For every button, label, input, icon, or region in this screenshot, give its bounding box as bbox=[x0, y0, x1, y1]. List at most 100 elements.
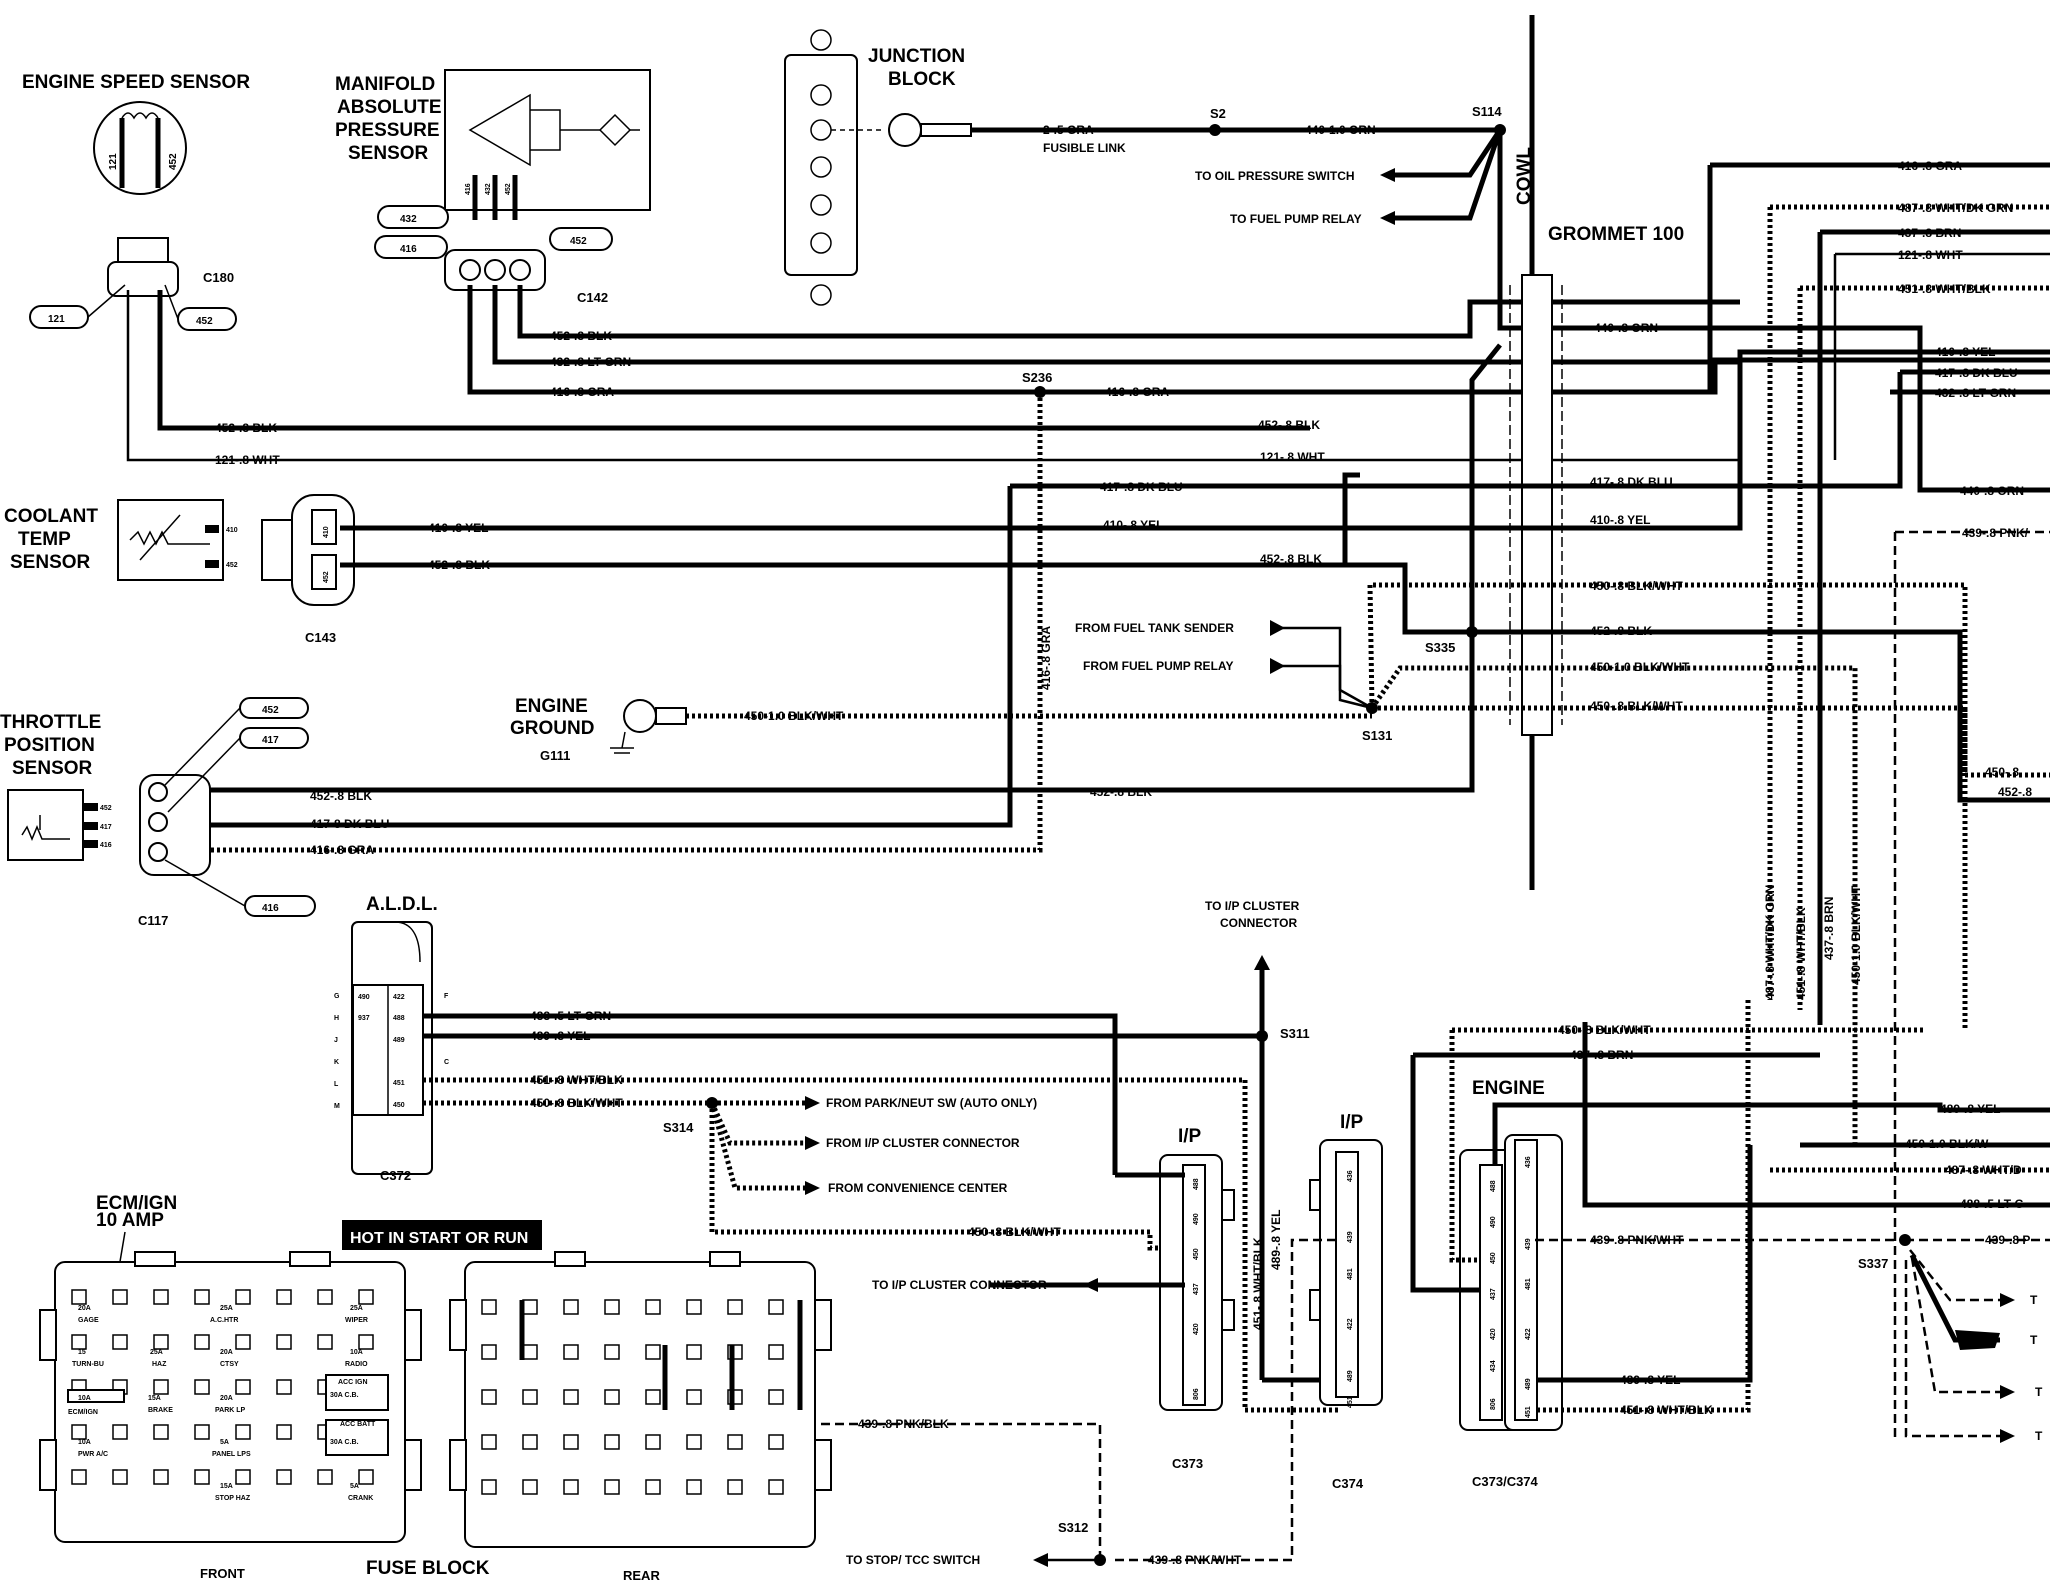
fuse-cavity bbox=[194, 1334, 210, 1350]
fuse-cavity bbox=[727, 1434, 743, 1450]
wire-488-aldl bbox=[423, 1013, 1118, 1175]
svg-text:452-.8 BLK: 452-.8 BLK bbox=[1590, 624, 1652, 638]
fuse-block-front: 20A 25A 25A GAGE A.C.HTR WIPER 15 25A 20… bbox=[39, 1251, 422, 1543]
svg-text:417-.8 DK BLU: 417-.8 DK BLU bbox=[1590, 475, 1673, 489]
fuse-cavity bbox=[604, 1299, 620, 1315]
svg-text:FUSE BLOCK: FUSE BLOCK bbox=[366, 1558, 490, 1579]
svg-text:451-.8 WHT/BLK: 451-.8 WHT/BLK bbox=[1794, 907, 1808, 1000]
splice-s311: S311 TO I/P CLUSTER CONNECTOR bbox=[1205, 899, 1310, 1042]
svg-text:REAR: REAR bbox=[623, 1568, 660, 1583]
fuse-cavity bbox=[686, 1344, 702, 1360]
svg-text:J: J bbox=[334, 1037, 338, 1044]
wire-452-coolant bbox=[340, 472, 1360, 568]
svg-text:ECM/IGN: ECM/IGN bbox=[68, 1409, 98, 1416]
fuse-cavity bbox=[522, 1389, 538, 1405]
fuse-cavity bbox=[645, 1344, 661, 1360]
svg-text:20A: 20A bbox=[220, 1395, 233, 1402]
splice-s312: S312 TO STOP/ TCC SWITCH 439-.8 PNK/BLK bbox=[758, 1417, 1106, 1567]
svg-text:F: F bbox=[444, 993, 449, 1000]
fuse-cavity bbox=[604, 1389, 620, 1405]
svg-text:432: 432 bbox=[485, 183, 492, 195]
map-sensor: 416 432 452 bbox=[444, 69, 651, 220]
wire-410 bbox=[340, 349, 1920, 531]
svg-text:416: 416 bbox=[400, 244, 417, 255]
svg-text:SENSOR: SENSOR bbox=[12, 758, 93, 779]
svg-text:S236: S236 bbox=[1022, 370, 1052, 385]
svg-text:FROM PARK/NEUT SW (AUTO ONLY): FROM PARK/NEUT SW (AUTO ONLY) bbox=[826, 1096, 1037, 1110]
svg-text:S312: S312 bbox=[1058, 1520, 1088, 1535]
fuse-cavity bbox=[768, 1344, 784, 1360]
coolant-temp-sensor: 410 452 bbox=[117, 499, 238, 581]
svg-text:S2: S2 bbox=[1210, 106, 1226, 121]
svg-text:417: 417 bbox=[262, 735, 279, 746]
svg-text:121-.8 WHT: 121-.8 WHT bbox=[215, 453, 280, 467]
hot-in-start-label-bg bbox=[342, 1220, 542, 1250]
svg-text:2-.5 GRA: 2-.5 GRA bbox=[1043, 123, 1094, 137]
splice-s337: S337 439-.8 P T T T T bbox=[1858, 1233, 2050, 1443]
svg-text:450-.8 BLK/WHT: 450-.8 BLK/WHT bbox=[1590, 699, 1683, 713]
fuse-cavity bbox=[686, 1389, 702, 1405]
svg-text:410-.8 YEL: 410-.8 YEL bbox=[428, 521, 488, 535]
fuse-cavity bbox=[604, 1344, 620, 1360]
svg-text:GROMMET 100: GROMMET 100 bbox=[1548, 224, 1684, 245]
wire-451-aldl bbox=[423, 1077, 1248, 1230]
engine-speed-sensor: 121 452 bbox=[93, 101, 187, 195]
fuse-cavity bbox=[317, 1289, 333, 1305]
svg-text:H: H bbox=[334, 1015, 339, 1022]
svg-text:451-.8 WHT/BLK: 451-.8 WHT/BLK bbox=[530, 1073, 623, 1087]
connector-c180: C180 bbox=[107, 237, 234, 297]
fuse-cavity bbox=[276, 1379, 292, 1395]
wire-488-engine bbox=[1582, 1022, 2050, 1208]
svg-text:439-.8 PNK/BLK: 439-.8 PNK/BLK bbox=[858, 1417, 949, 1431]
svg-text:I/P: I/P bbox=[1178, 1126, 1202, 1147]
svg-text:S314: S314 bbox=[663, 1120, 694, 1135]
svg-text:439-.8 PNK/: 439-.8 PNK/ bbox=[1962, 526, 2029, 540]
svg-text:30A C.B.: 30A C.B. bbox=[330, 1392, 359, 1399]
fuse-cavity bbox=[235, 1424, 251, 1440]
svg-text:A.C.HTR: A.C.HTR bbox=[210, 1317, 238, 1324]
connector-c143: 410 452 C143 bbox=[261, 494, 355, 645]
svg-text:452-.8 BLK: 452-.8 BLK bbox=[215, 421, 277, 435]
fuse-cavity bbox=[112, 1424, 128, 1440]
engine-ground-g111: ENGINE GROUND G111 450-1.0 BLK/WHT bbox=[510, 696, 1372, 763]
wire-439-pnk-wht bbox=[1110, 1238, 1336, 1562]
fuse-cavity bbox=[768, 1389, 784, 1405]
svg-text:FROM FUEL TANK SENDER: FROM FUEL TANK SENDER bbox=[1075, 621, 1234, 635]
svg-text:CTSY: CTSY bbox=[220, 1361, 239, 1368]
splice-s335: S335 452-.8 BLK 450-.8 452-.8 bbox=[155, 343, 2050, 803]
svg-text:10A: 10A bbox=[78, 1395, 91, 1402]
svg-text:439: 439 bbox=[1347, 1231, 1354, 1243]
svg-text:GROUND: GROUND bbox=[510, 718, 594, 739]
fuse-cavity bbox=[481, 1299, 497, 1315]
svg-text:488-.5 LT G: 488-.5 LT G bbox=[1960, 1197, 2024, 1211]
connector-c142: C142 432 416 452 bbox=[374, 205, 613, 305]
svg-text:121: 121 bbox=[108, 153, 119, 170]
svg-text:416: 416 bbox=[262, 903, 279, 914]
svg-text:M: M bbox=[334, 1103, 340, 1110]
fuse-cavity bbox=[153, 1379, 169, 1395]
svg-text:417-.8 DK BLU: 417-.8 DK BLU bbox=[1935, 366, 2018, 380]
svg-text:C373/C374: C373/C374 bbox=[1472, 1474, 1539, 1489]
wire-121-engine-speed bbox=[126, 290, 1740, 462]
svg-text:S131: S131 bbox=[1362, 728, 1392, 743]
fuse-cavity bbox=[645, 1479, 661, 1495]
splice-s236: S236 416-.8 GRA bbox=[155, 370, 1053, 853]
svg-text:452-.8 BLK: 452-.8 BLK bbox=[310, 789, 372, 803]
hot-in-start-label: HOT IN START OR RUN bbox=[350, 1230, 528, 1247]
svg-text:416: 416 bbox=[465, 183, 472, 195]
fuse-cavity bbox=[112, 1334, 128, 1350]
svg-text:489-.8 YEL: 489-.8 YEL bbox=[1620, 1373, 1680, 1387]
svg-text:C372: C372 bbox=[380, 1168, 411, 1183]
svg-text:452-.8 BLK: 452-.8 BLK bbox=[550, 329, 612, 343]
wire-416-map bbox=[467, 285, 2050, 395]
svg-text:T: T bbox=[2035, 1429, 2043, 1443]
svg-text:410-.8 YEL: 410-.8 YEL bbox=[1590, 513, 1650, 527]
wire-432-map bbox=[492, 285, 1740, 365]
svg-text:I/P: I/P bbox=[1340, 1112, 1364, 1133]
fuse-cavity bbox=[522, 1479, 538, 1495]
svg-text:CONNECTOR: CONNECTOR bbox=[1220, 916, 1297, 930]
fuse-cavity bbox=[276, 1424, 292, 1440]
svg-text:15: 15 bbox=[78, 1349, 86, 1356]
splice-s131: S131 FROM FUEL TANK SENDER FROM FUEL PUM… bbox=[1075, 579, 2050, 1145]
svg-text:C: C bbox=[444, 1059, 449, 1066]
